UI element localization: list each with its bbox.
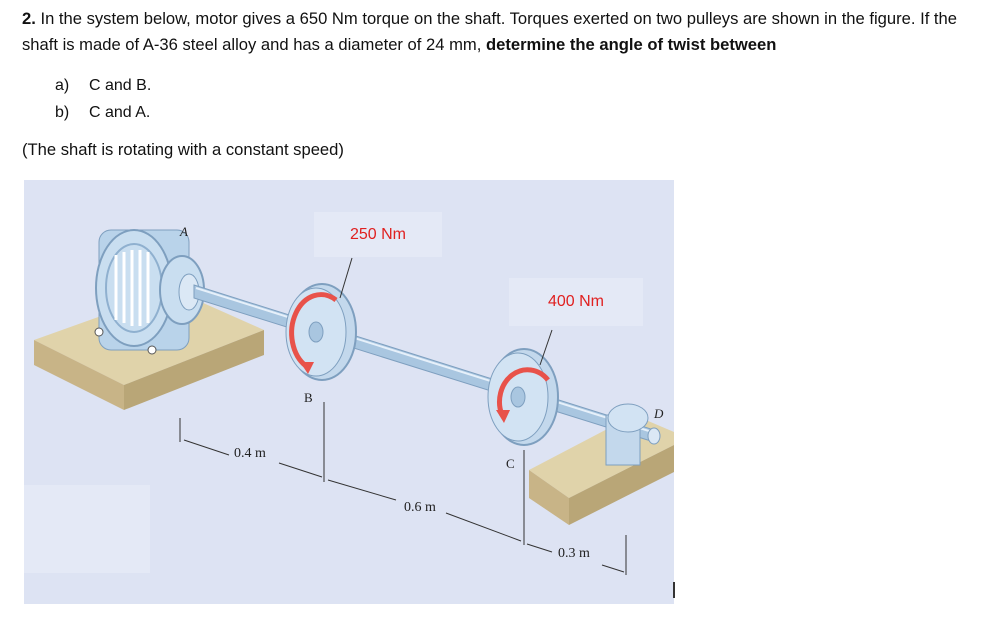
- point-label-d: D: [654, 406, 664, 421]
- torque-leader-c: [539, 329, 553, 366]
- pulley-b: [285, 283, 357, 381]
- torque-label-b: 250 Nm: [314, 212, 442, 257]
- bearing-base-front: [529, 470, 569, 525]
- bearing-base-side: [569, 445, 674, 525]
- torque-arrow-c: [497, 367, 550, 416]
- point-label-b: B: [304, 390, 313, 405]
- sub-question-label: b): [55, 104, 70, 121]
- torque-leader-b: [339, 257, 353, 299]
- problem-text: In the system below, motor gives a 650 N…: [22, 9, 957, 54]
- problem-task: determine the angle of twist between: [485, 35, 777, 54]
- point-label-c: C: [506, 456, 515, 471]
- dimension-lines: [179, 402, 627, 575]
- dimension-bc: 0.6 m: [404, 500, 436, 515]
- sub-question-b: b) C and A.: [55, 99, 151, 126]
- motor-base-front: [34, 340, 124, 410]
- blank-panel: [24, 485, 150, 573]
- dimension-cd: 0.3 m: [558, 546, 590, 561]
- torque-arrow-b: [289, 292, 338, 368]
- dimension-ab: 0.4 m: [234, 446, 266, 461]
- sub-question-label: a): [55, 77, 70, 94]
- bearing-d: [605, 403, 661, 466]
- shaft-system-figure: 250 Nm 400 Nm A B C D 0.4 m 0.6 m 0.3 m: [24, 180, 674, 604]
- problem-number: 2.: [22, 9, 36, 28]
- figure-drawing: [34, 229, 674, 575]
- sub-question-a: a) C and B.: [55, 72, 151, 99]
- torque-label-c: 400 Nm: [509, 278, 643, 326]
- point-label-a: A: [180, 224, 188, 239]
- pulley-c: [487, 348, 559, 446]
- problem-statement: 2. In the system below, motor gives a 65…: [22, 6, 984, 58]
- motor-base-side: [124, 330, 264, 410]
- sub-question-text: C and B.: [89, 77, 152, 94]
- sub-question-text: C and A.: [89, 104, 151, 121]
- problem-note: (The shaft is rotating with a constant s…: [22, 140, 344, 159]
- motor: [94, 229, 205, 355]
- sub-questions: a) C and B. b) C and A.: [55, 72, 151, 126]
- edge-mark: [673, 582, 675, 598]
